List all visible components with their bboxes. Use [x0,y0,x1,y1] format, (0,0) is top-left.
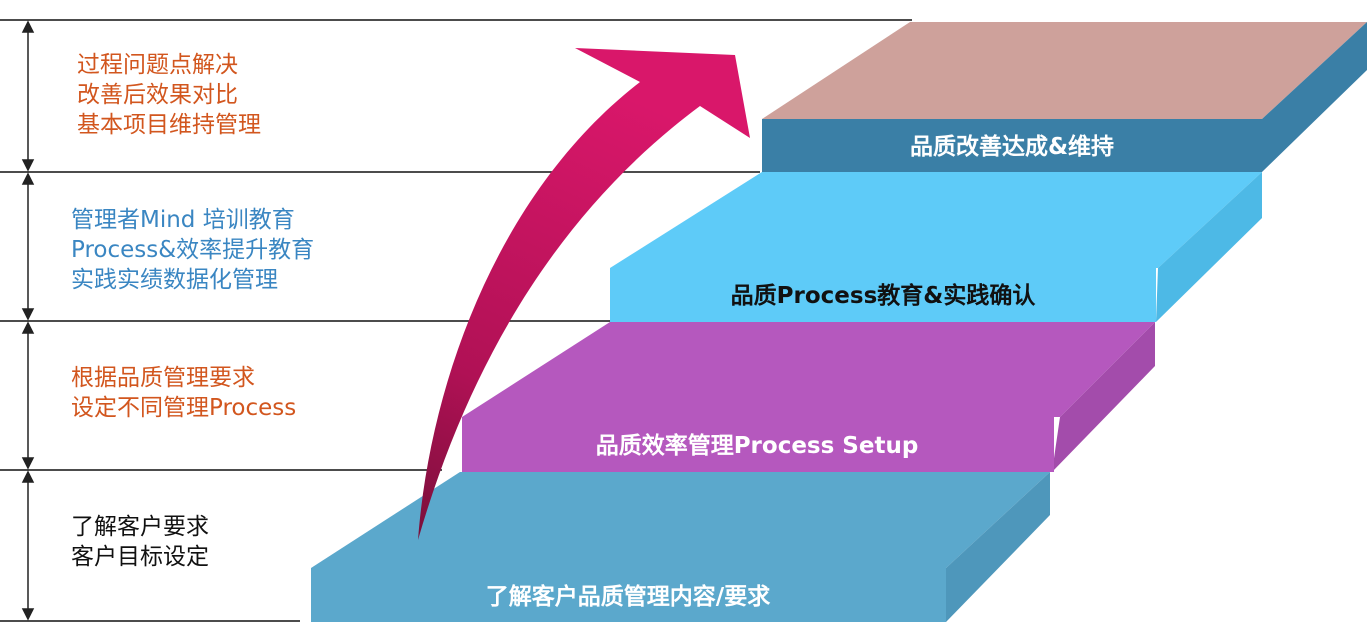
description-line: 过程问题点解决 [77,52,238,78]
description-line: Process&效率提升教育 [71,237,315,263]
description-block-2: 管理者Mind 培训教育 Process&效率提升教育 实践实绩数据化管理 [71,205,314,295]
step-2-front [462,417,1054,472]
step-1-front [311,568,946,622]
description-block-3: 根据品质管理要求 设定不同管理Process [71,363,296,423]
description-block-4: 了解客户要求 客户目标设定 [71,512,209,572]
step-2 [462,322,1155,472]
step-2-top [462,322,1155,417]
step-3 [610,172,1262,322]
description-line: 实践实绩数据化管理 [71,267,278,293]
step-3-side [1156,172,1262,322]
step-1-label: 了解客户品质管理内容/要求 [486,583,770,610]
step-3-label: 品质Process教育&实践确认 [731,282,1036,309]
step-4-label: 品质改善达成&维持 [910,133,1114,160]
step-4-top [762,22,1367,119]
step-1-top [311,472,1050,568]
step-4-front [762,119,1262,172]
description-line: 客户目标设定 [71,544,209,570]
step-1-side [946,472,1050,622]
vertical-range-arrows [21,20,35,621]
description-block-1: 过程问题点解决 改善后效果对比 基本项目维持管理 [77,50,261,140]
step-3-front [610,268,1156,322]
description-line: 基本项目维持管理 [77,112,261,138]
growth-arrow-icon [418,48,750,540]
description-line: 改善后效果对比 [77,82,238,108]
step-3-top [610,172,1262,268]
step-1 [311,472,1050,622]
step-2-label: 品质效率管理Process Setup [596,432,919,459]
description-line: 管理者Mind 培训教育 [71,207,295,233]
description-line: 设定不同管理Process [71,395,297,421]
step-4 [762,22,1367,172]
step-4-side [1262,22,1367,172]
description-line: 根据品质管理要求 [71,365,255,391]
step-2-side [1052,322,1155,472]
description-line: 了解客户要求 [71,514,209,540]
